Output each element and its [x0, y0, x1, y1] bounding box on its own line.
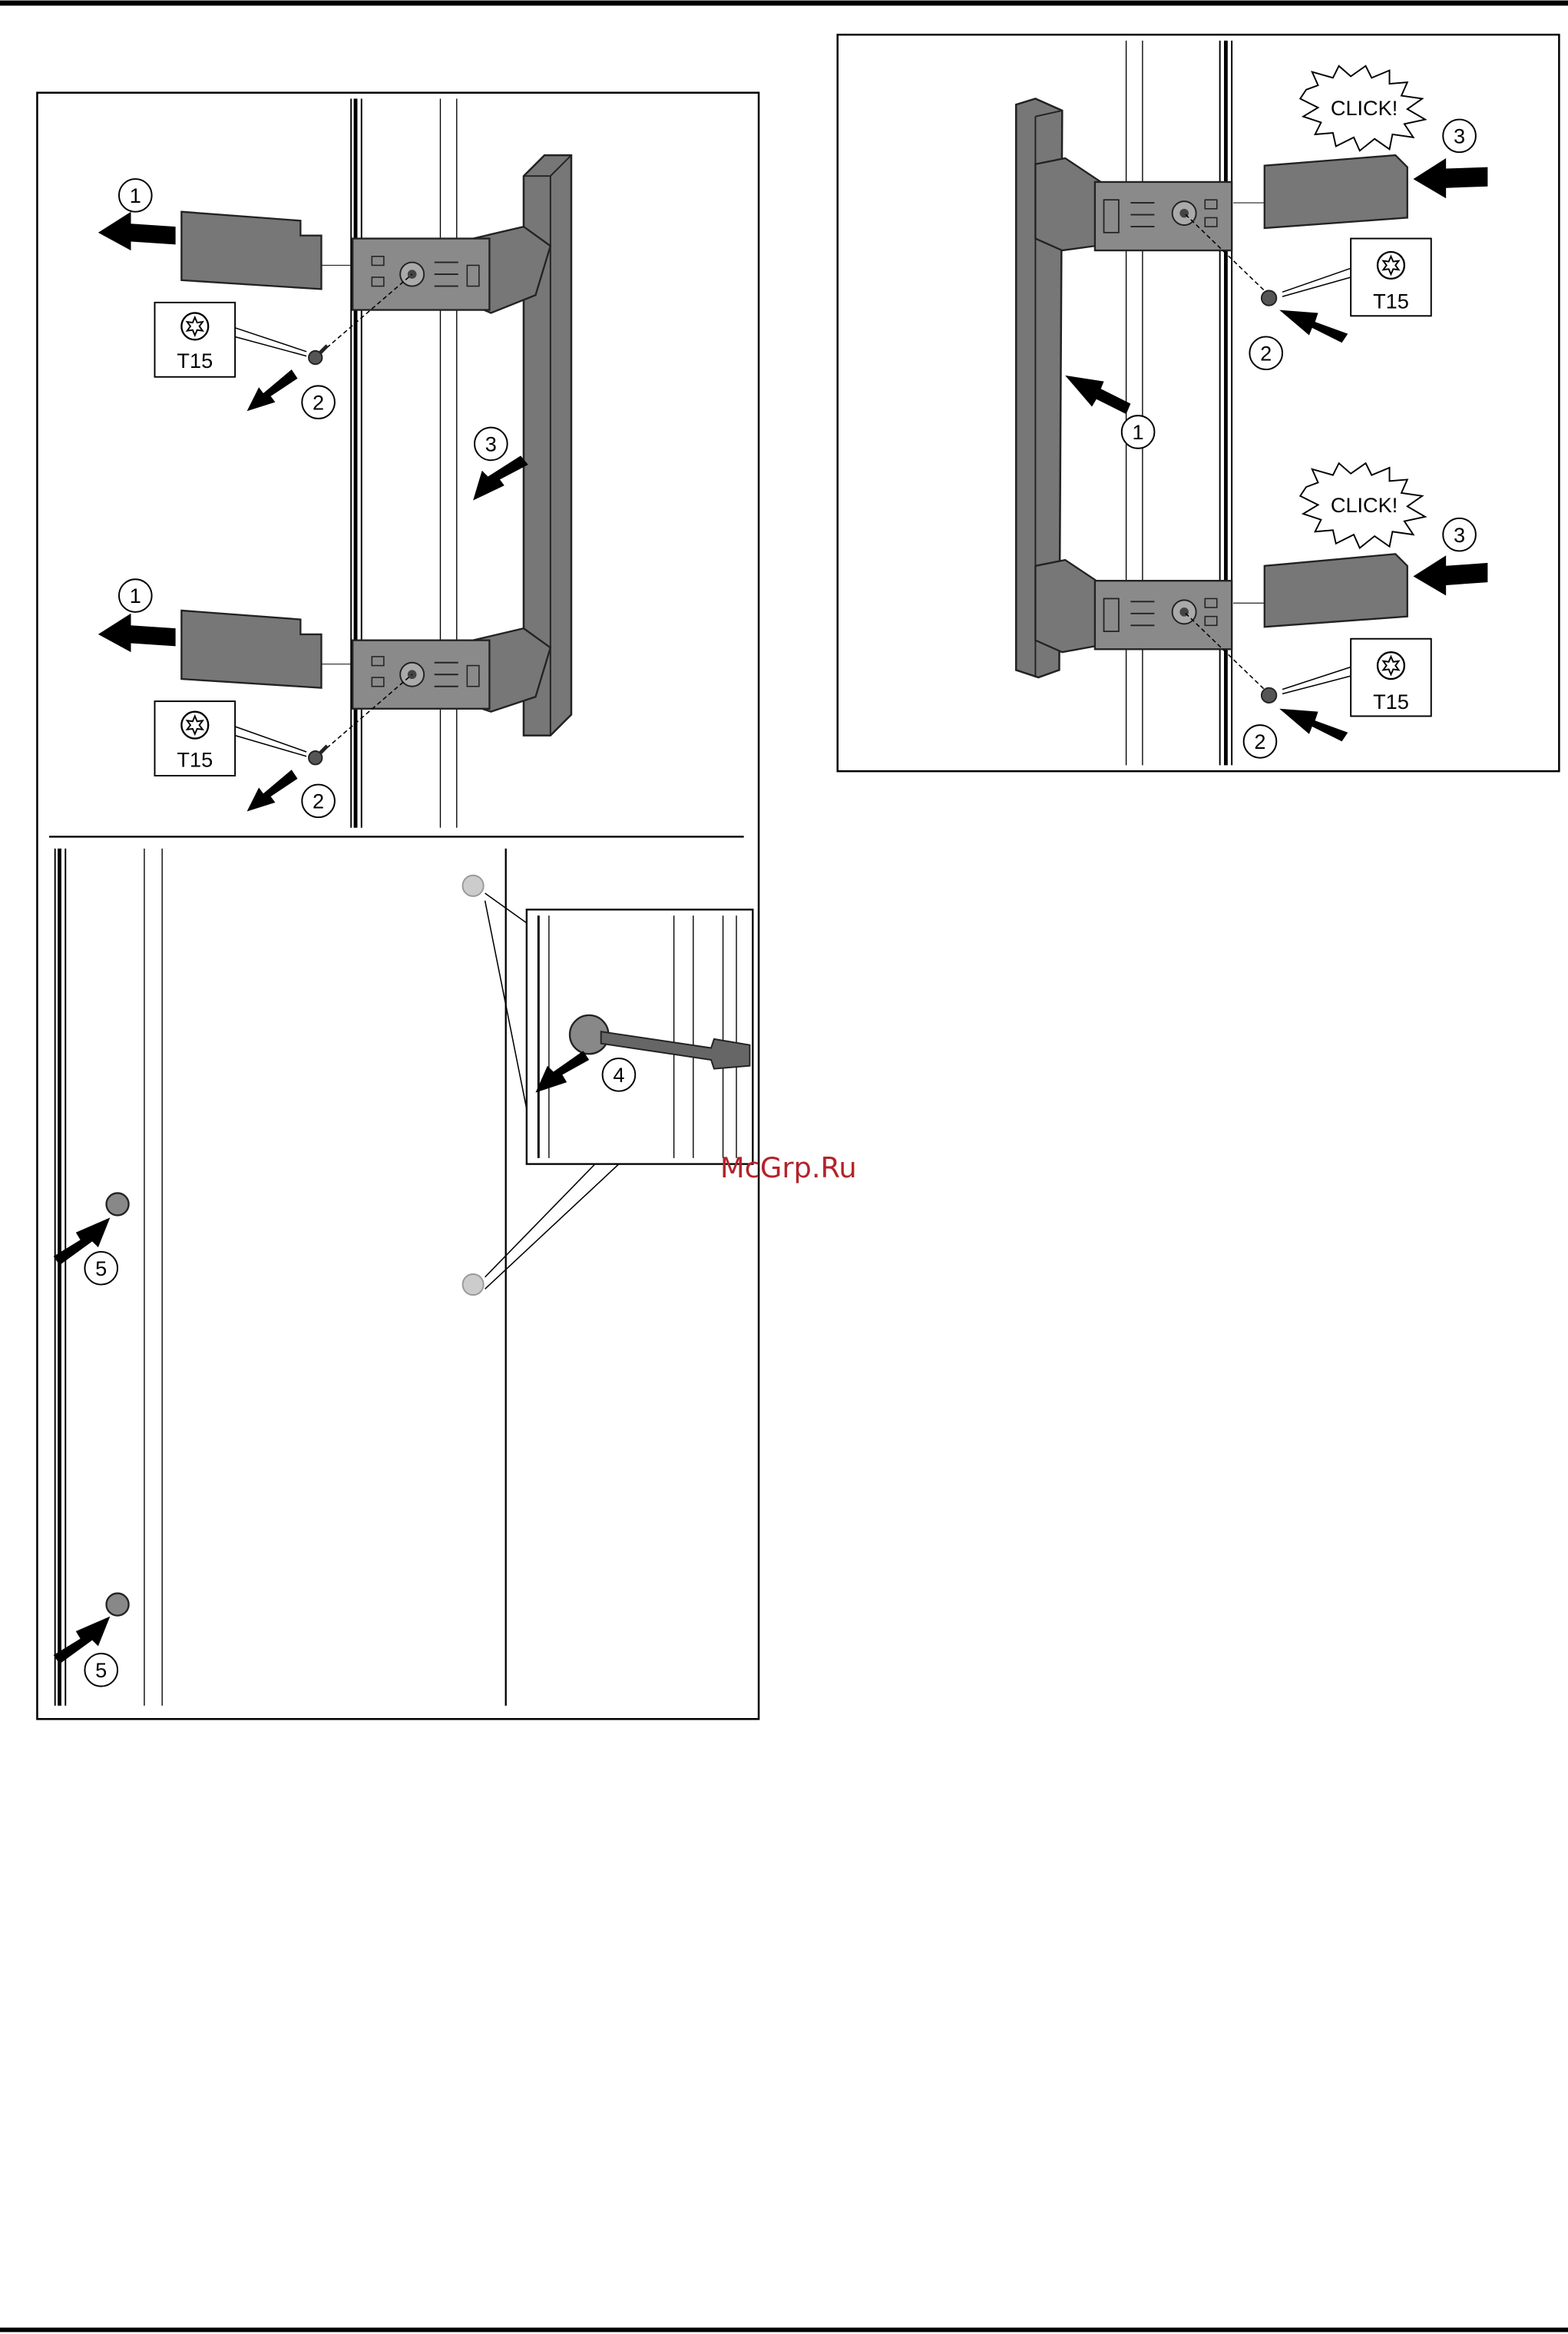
top-rule	[0, 1, 1568, 6]
upper-cover-cap	[181, 212, 351, 290]
svg-text:2: 2	[1254, 730, 1265, 753]
svg-text:3: 3	[1454, 523, 1465, 547]
svg-text:T15: T15	[1373, 290, 1409, 313]
installation-panel: 1 3 3 CLICK! CLICK!	[838, 35, 1560, 771]
removal-panel: 1 1 T15 T15	[37, 93, 759, 1720]
watermark: McGrp.Ru	[720, 1151, 857, 1184]
svg-text:CLICK!: CLICK!	[1331, 96, 1398, 120]
upper-mounting-bracket	[1035, 158, 1232, 250]
lower-cover-cap	[181, 611, 351, 688]
click-burst-lower: CLICK!	[1300, 463, 1425, 548]
svg-text:T15: T15	[177, 349, 213, 372]
svg-text:5: 5	[95, 1658, 107, 1682]
upper-cover-cap	[1233, 155, 1408, 228]
magnified-inset: 4	[485, 893, 753, 1289]
svg-text:1: 1	[130, 584, 141, 608]
tool-callout-upper: T15	[1282, 239, 1431, 316]
cover-pin	[463, 876, 484, 1295]
svg-text:2: 2	[313, 390, 324, 414]
door-edge-lower	[55, 849, 506, 1706]
removal-panel-frame	[37, 93, 759, 1720]
arrow-icon	[247, 369, 298, 811]
svg-text:T15: T15	[177, 747, 213, 771]
svg-text:T15: T15	[1373, 690, 1409, 713]
lower-cover-cap	[1233, 554, 1408, 627]
step-4-label: 4	[603, 1058, 636, 1091]
tool-callout-lower: T15	[1282, 639, 1431, 717]
lower-mounting-bracket	[1035, 560, 1232, 652]
door-edge	[351, 98, 457, 827]
svg-text:1: 1	[1133, 420, 1144, 444]
bottom-rule	[0, 2328, 1568, 2332]
step-3-label: 3	[475, 428, 508, 461]
tool-callout-upper: T15	[154, 303, 306, 377]
upper-mounting-bracket	[352, 227, 551, 313]
tool-callout-lower: T15	[154, 701, 306, 776]
arrow-icon	[1065, 376, 1130, 414]
lower-mounting-bracket	[352, 628, 551, 711]
svg-text:5: 5	[95, 1256, 107, 1280]
svg-text:2: 2	[313, 790, 324, 813]
click-burst-upper: CLICK!	[1300, 66, 1425, 151]
arrow-icon	[473, 455, 528, 500]
svg-text:3: 3	[485, 432, 497, 456]
step-1-label: 1	[1122, 415, 1155, 449]
svg-text:4: 4	[613, 1063, 624, 1087]
svg-text:3: 3	[1454, 124, 1465, 148]
svg-text:CLICK!: CLICK!	[1331, 493, 1398, 517]
door-edge	[1126, 41, 1232, 766]
svg-text:2: 2	[1260, 341, 1272, 365]
svg-text:1: 1	[130, 184, 141, 207]
